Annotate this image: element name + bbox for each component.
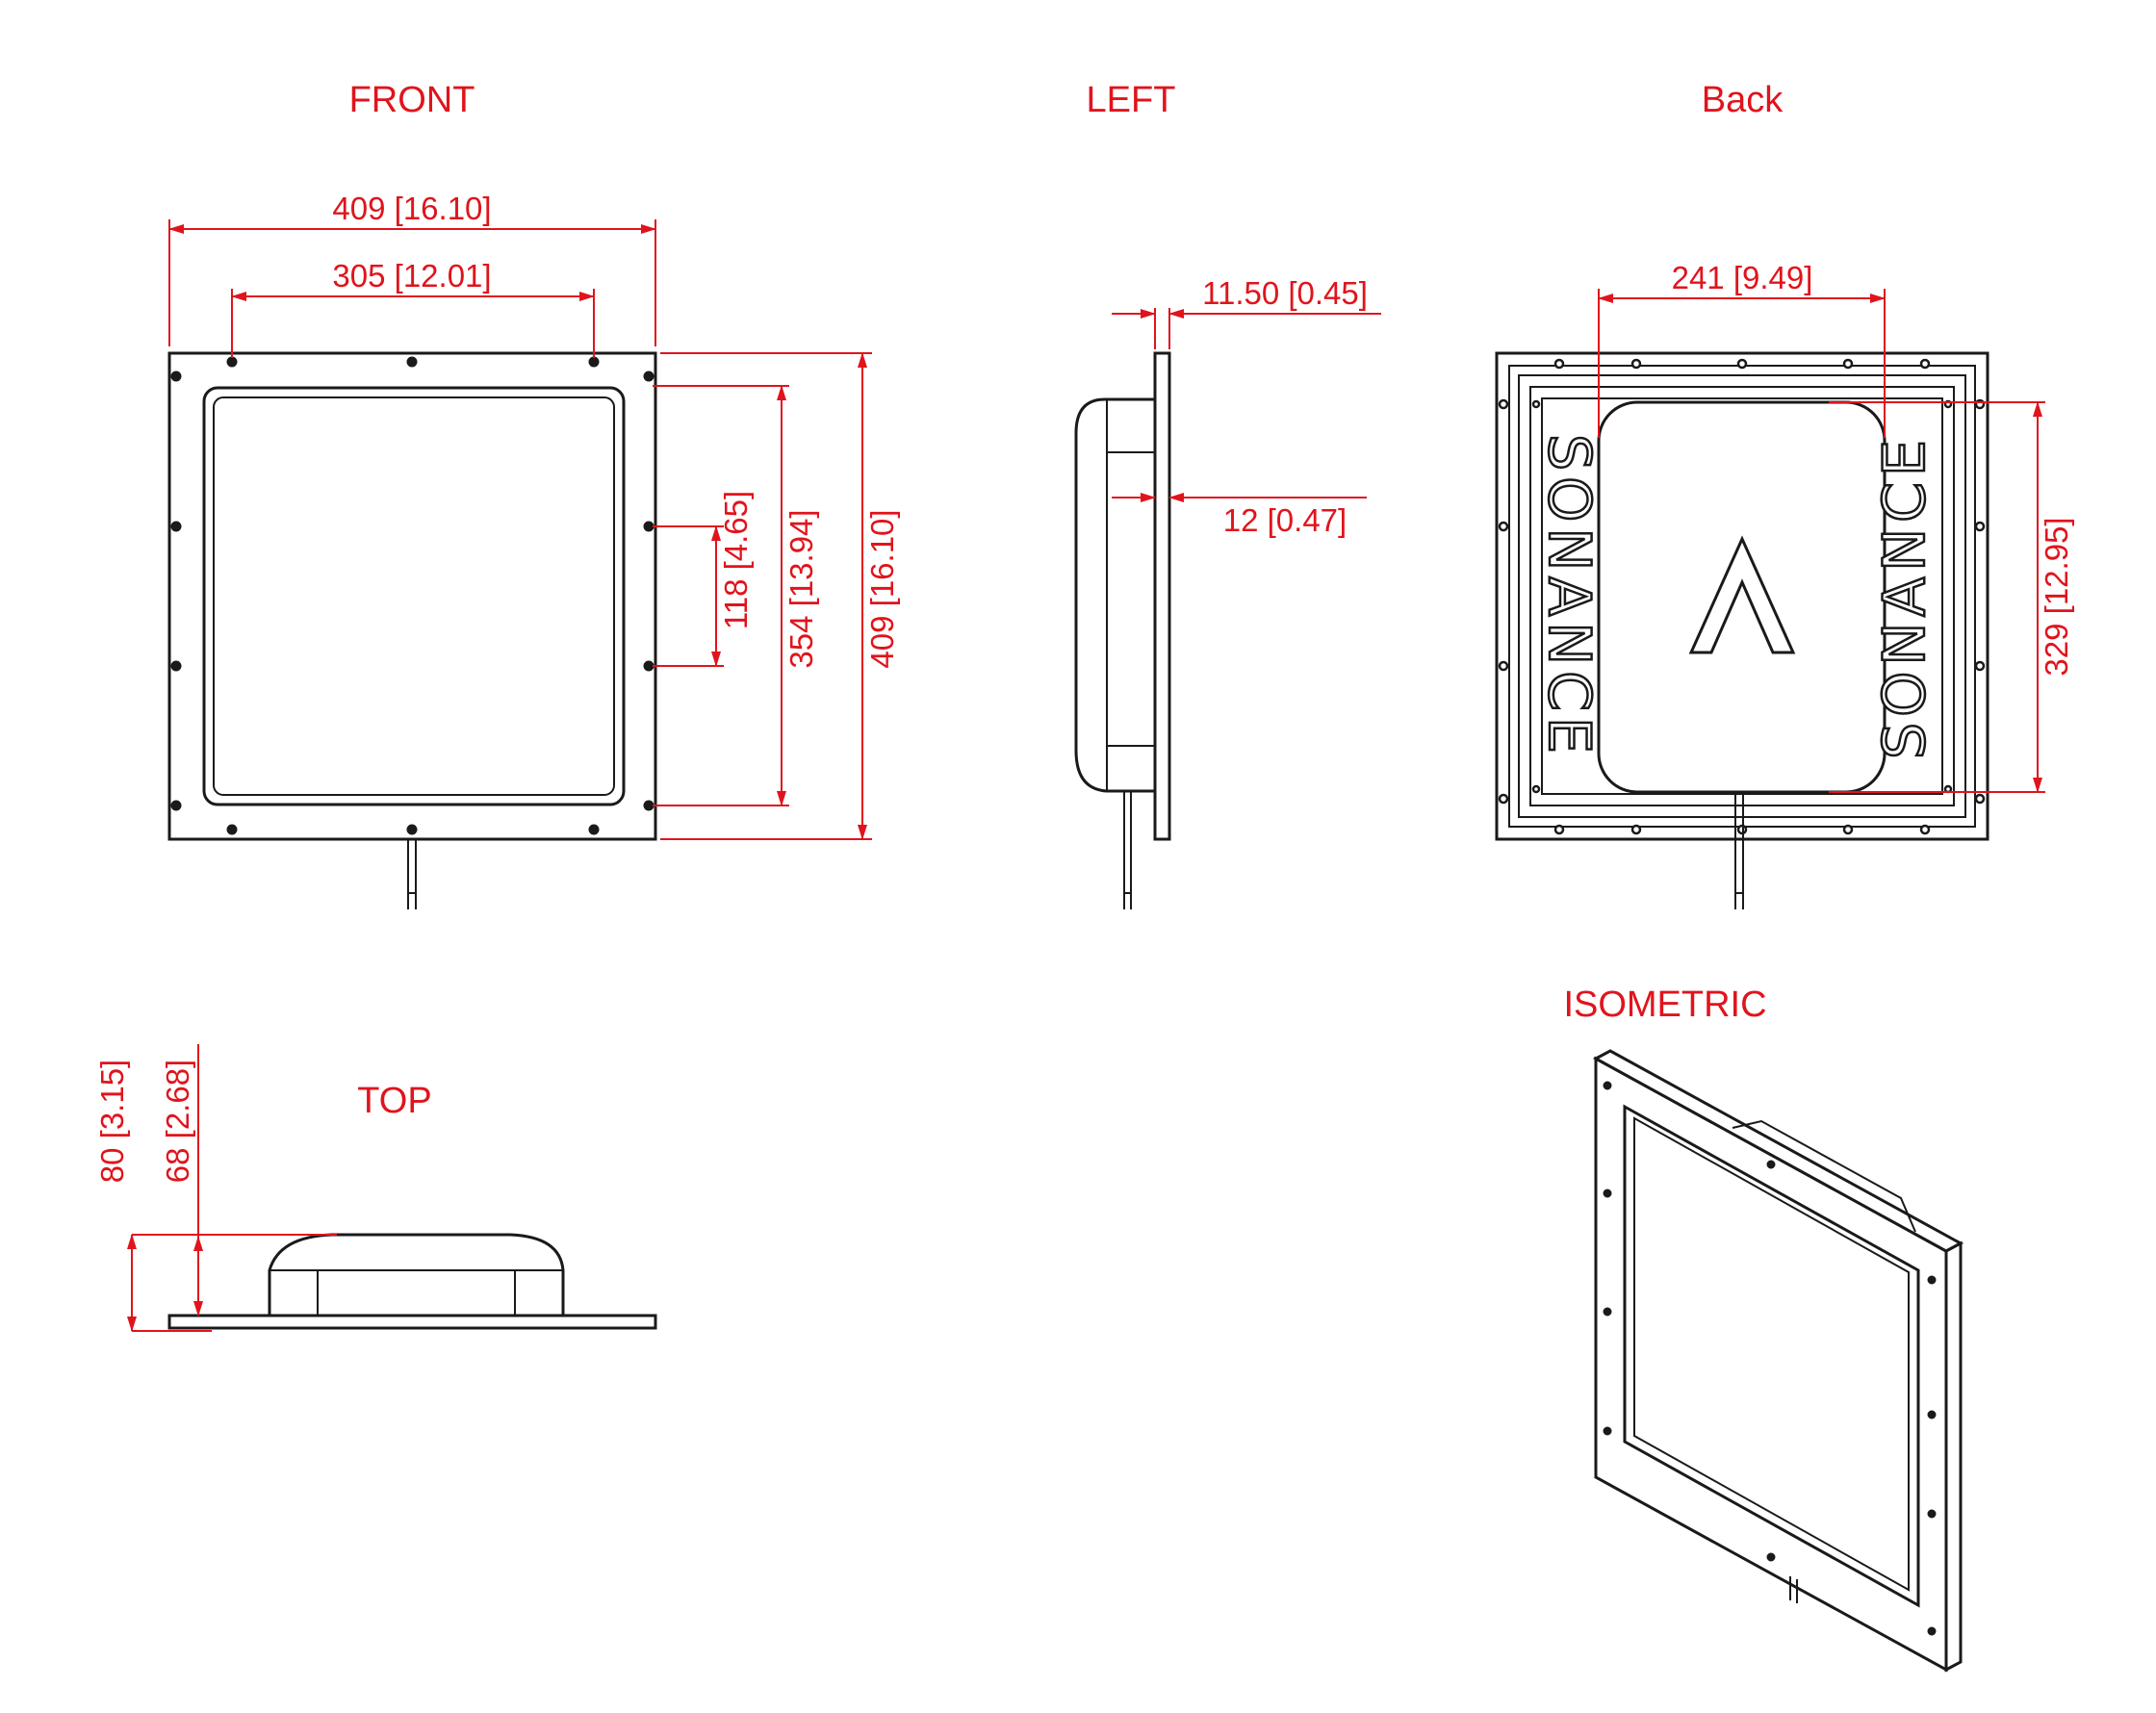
front-grille-inner [213, 396, 615, 796]
iso-flange-side [1944, 1240, 1963, 1673]
back-slot-holes [1498, 358, 1986, 835]
front-hole-pitch-label: 118 [4.65] [718, 491, 754, 629]
left-flange-dimension: 11.50 [0.45] [1112, 275, 1381, 349]
back-module [1597, 400, 1886, 794]
iso-cable [1789, 1576, 1798, 1603]
iso-body-back [1732, 1119, 1916, 1233]
back-view-title: Back [1702, 80, 1784, 120]
isometric-view [1592, 1049, 1964, 1673]
front-inner-height-label: 354 [13.94] [783, 509, 819, 668]
left-flange-label: 11.50 [0.45] [1202, 275, 1368, 311]
top-flange-profile [167, 1314, 657, 1330]
front-hole-span-dimension: 305 [12.01] [231, 258, 595, 358]
front-height-label: 409 [16.10] [864, 509, 900, 668]
back-module-height-dimension: 329 [12.95] [1829, 401, 2074, 793]
back-cable [1734, 792, 1744, 909]
top-body-profile [268, 1233, 565, 1316]
front-inner-height-dimension: 354 [13.94] [653, 385, 819, 806]
top-total-height-label: 80 [3.15] [94, 1060, 130, 1183]
top-view-title: TOP [357, 1081, 431, 1121]
front-flange [167, 351, 657, 841]
back-module-width-dimension: 241 [9.49] [1598, 260, 1886, 438]
left-depth-dimension: 12 [0.47] [1112, 493, 1367, 538]
top-view: 80 [3.15] 68 [2.68] [94, 1044, 657, 1332]
front-view-title: FRONT [349, 80, 475, 120]
back-module-width-label: 241 [9.49] [1672, 260, 1813, 295]
front-mount-holes [170, 356, 654, 835]
iso-mount-holes [1603, 1081, 1937, 1636]
back-brand-left: SONANCE [1535, 434, 1603, 759]
top-body-height-label: 68 [2.68] [160, 1060, 195, 1183]
front-cable [407, 839, 417, 909]
front-hole-pitch-dimension: 118 [4.65] [653, 491, 754, 667]
front-width-dimension: 409 [16.10] [168, 191, 656, 346]
left-view: 11.50 [0.45] 12 [0.47] [1074, 275, 1381, 909]
back-view: SONANCE SONANCE 241 [9.49] 329 [12.95] [1495, 260, 2074, 909]
left-flange-profile [1153, 351, 1171, 841]
isometric-view-title: ISOMETRIC [1563, 984, 1766, 1025]
front-grille-outer [202, 386, 626, 806]
left-cable [1123, 791, 1132, 909]
top-total-height-dimension: 80 [3.15] [94, 1060, 337, 1332]
back-logo-mark [1688, 535, 1796, 654]
iso-grille-outer [1623, 1104, 1920, 1608]
front-view: 409 [16.10] 305 [12.01] 118 [4.65] 354 [… [167, 191, 900, 909]
back-brand-right: SONANCE [1871, 434, 1938, 759]
left-depth-label: 12 [0.47] [1223, 502, 1347, 538]
front-height-dimension: 409 [16.10] [660, 352, 900, 840]
back-module-height-label: 329 [12.95] [2039, 517, 2074, 676]
left-body-profile [1074, 397, 1155, 793]
iso-grille-inner [1633, 1116, 1910, 1592]
top-body-height-dimension: 68 [2.68] [160, 1044, 203, 1317]
front-width-label: 409 [16.10] [332, 191, 491, 226]
front-hole-span-label: 305 [12.01] [332, 258, 491, 294]
left-view-title: LEFT [1087, 80, 1176, 120]
